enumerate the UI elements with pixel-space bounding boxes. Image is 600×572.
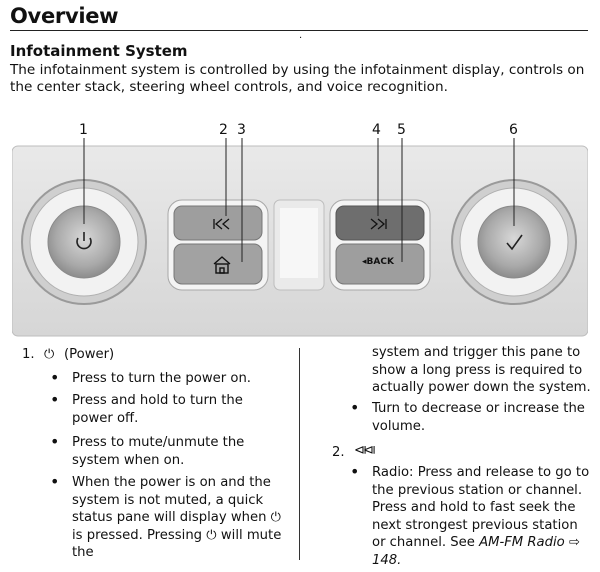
bullet-status-pane: When the power is on and the system is n…	[50, 473, 294, 562]
am-fm-radio-link[interactable]: AM-FM Radio	[479, 535, 565, 551]
seek-forward-icon	[370, 218, 387, 230]
select-knob[interactable]	[451, 179, 577, 305]
bullet-radio: Radio: Press and release to go to the pr…	[350, 463, 592, 570]
center-stack-illustration	[12, 138, 588, 337]
item-2-number: 2.	[332, 445, 345, 460]
checkmark-icon	[506, 234, 523, 251]
seek-back-icon	[213, 218, 230, 230]
back-button-label: ◂BACK	[362, 257, 394, 267]
item-1-number: 1.	[22, 347, 35, 362]
power-icon	[76, 232, 92, 250]
bullet-mute: Press to mute/unmute the system when on.	[50, 433, 294, 469]
intro-paragraph: The infotainment system is controlled by…	[10, 62, 585, 95]
bullet-power-off: Press and hold to turn the power off.	[50, 391, 272, 427]
callout-4: 4	[372, 122, 381, 138]
column-divider	[299, 348, 300, 560]
callout-6: 6	[509, 122, 518, 138]
seek-back-symbol-icon: ⧏⧏	[354, 443, 376, 458]
power-symbol-icon: ⏻	[44, 347, 55, 362]
callout-5: 5	[397, 122, 406, 138]
stray-mark: .	[299, 30, 303, 41]
item-1-label: (Power)	[64, 347, 115, 362]
page-ref-arrow-icon: ⇨	[568, 535, 580, 551]
center-stack-figure: 1 2 3 4 5 6 ◂BACK	[12, 120, 588, 338]
callout-2: 2	[219, 122, 228, 138]
callout-lines	[83, 138, 515, 262]
home-icon	[213, 256, 231, 274]
page-title: Overview	[10, 4, 119, 28]
page-ref-number: 148.	[372, 552, 402, 568]
callout-1: 1	[79, 122, 88, 138]
title-rule	[10, 30, 588, 31]
seek-forward-button[interactable]	[335, 205, 425, 241]
callout-3: 3	[237, 122, 246, 138]
power-continuation-text: system and trigger this pane to show a l…	[372, 345, 591, 396]
bullet-power-on: Press to turn the power on.	[50, 369, 294, 388]
section-heading: Infotainment System	[10, 42, 188, 60]
radio-description: Radio: Press and release to go to the pr…	[372, 465, 590, 551]
bullet-volume: Turn to decrease or increase the volume.	[350, 399, 592, 435]
